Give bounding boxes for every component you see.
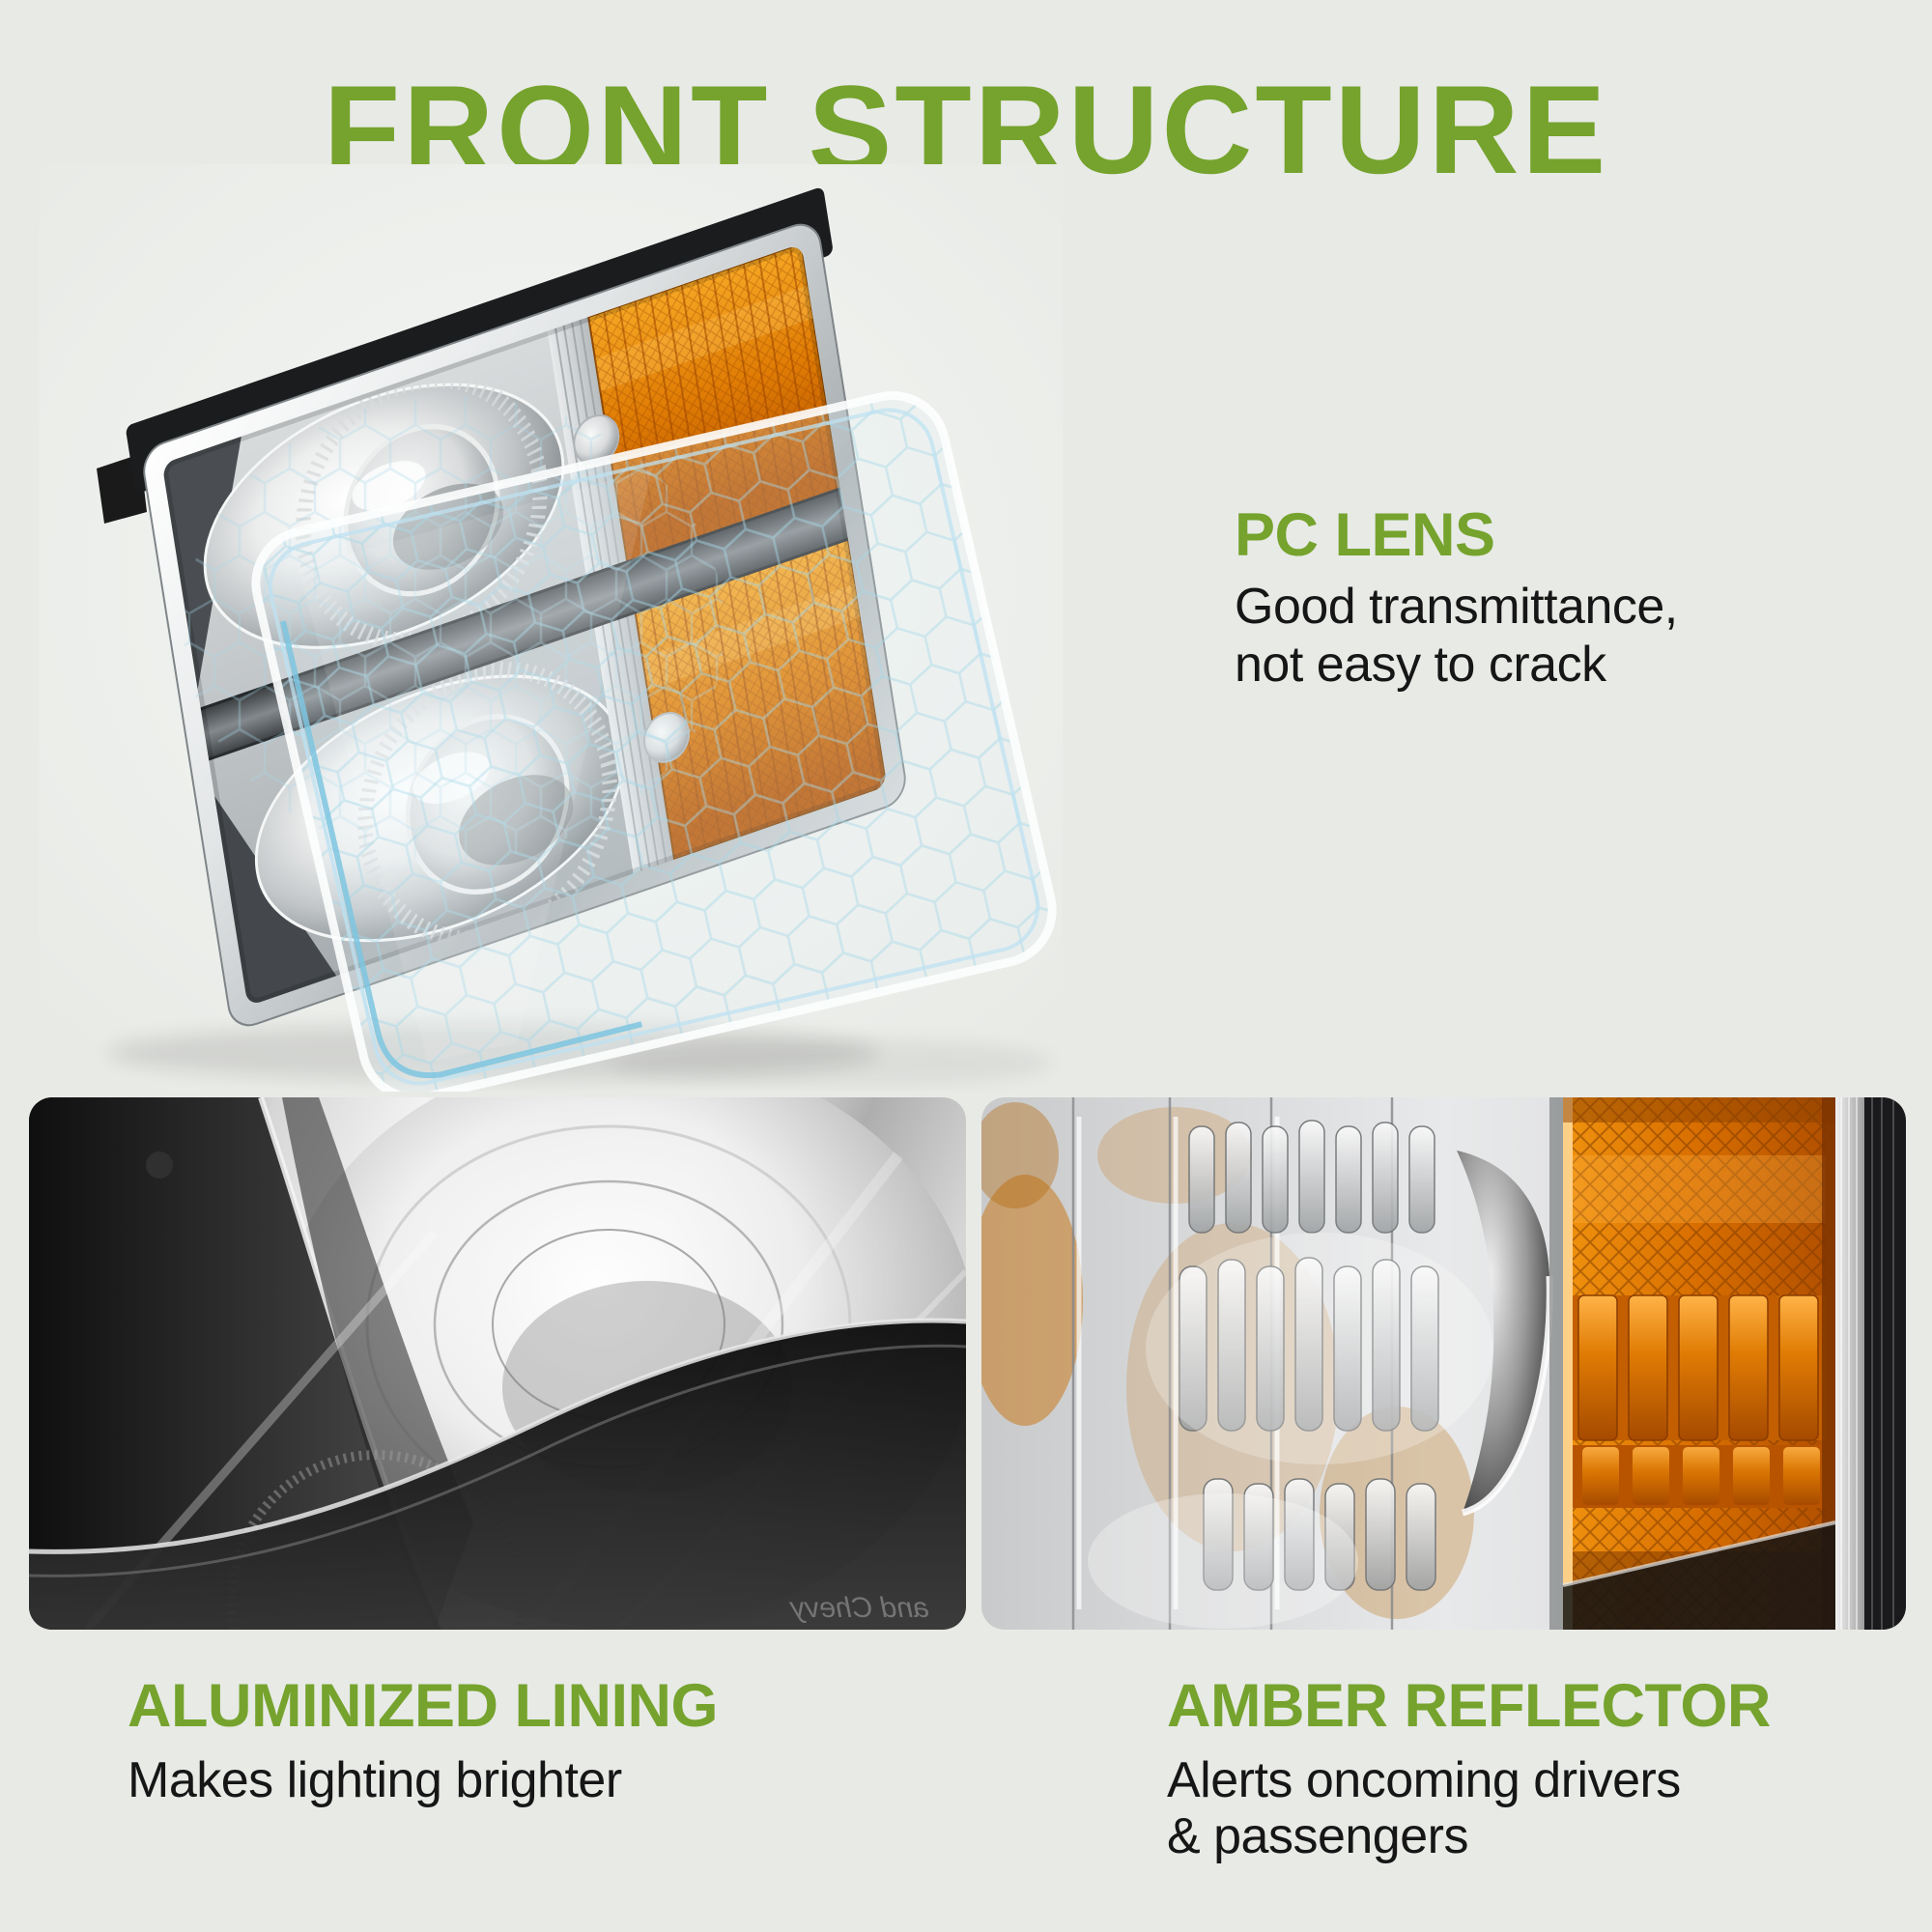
amber-reflector-line-1: Alerts oncoming drivers [1167, 1752, 1681, 1808]
embossed-watermark: and Chevy [788, 1592, 928, 1624]
callout-amber-reflector: AMBER REFLECTOR Alerts oncoming drivers … [1167, 1672, 1771, 1865]
aluminized-lining-photo: and Chevy [29, 1097, 966, 1630]
amber-reflector-heading: AMBER REFLECTOR [1167, 1672, 1771, 1740]
amber-reflector-panel [1562, 1097, 1836, 1630]
aluminized-lining-heading: ALUMINIZED LINING [128, 1672, 718, 1740]
pc-lens-line-2: not easy to crack [1235, 637, 1606, 693]
amber-reflector-line-2: & passengers [1167, 1808, 1468, 1864]
pc-lens-panel [244, 384, 1063, 1092]
headlight-assembly-photo [39, 164, 1063, 1092]
pc-lens-line-1: Good transmittance, [1235, 579, 1678, 635]
callout-aluminized-lining: ALUMINIZED LINING Makes lighting brighte… [128, 1672, 718, 1809]
amber-reflector-photo [981, 1097, 1906, 1630]
aluminized-lining-line-1: Makes lighting brighter [128, 1752, 622, 1808]
callout-pc-lens: PC LENS Good transmittance, not easy to … [1235, 504, 1678, 694]
pc-lens-heading: PC LENS [1235, 501, 1495, 569]
